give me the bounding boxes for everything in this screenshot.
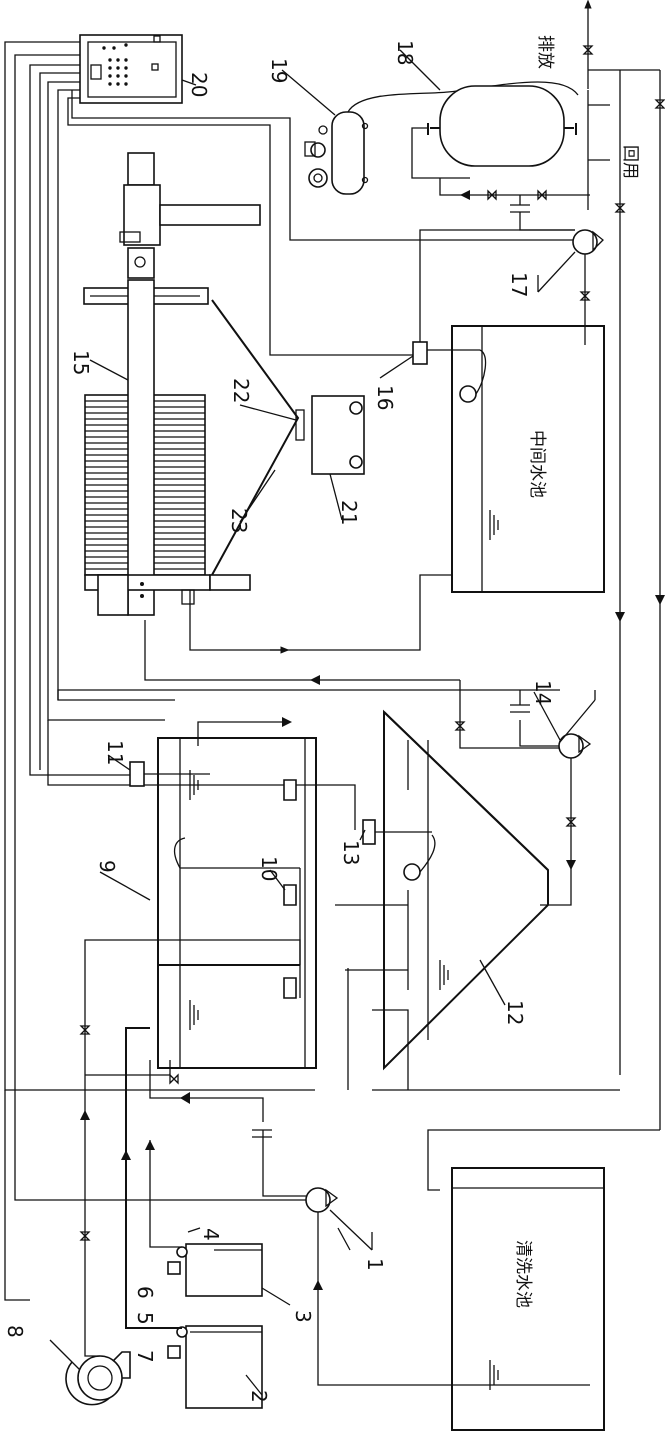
sludge-hopper-23 [211,299,305,576]
blower-8 [65,939,301,1406]
intermediate-pool [189,229,605,654]
leader-lines [49,49,561,1396]
label-2: 2 [247,1390,271,1403]
label-10: 10 [257,856,281,881]
filter-press-15 [83,152,261,616]
control-wires [4,41,575,1301]
label-8: 8 [3,1325,27,1338]
label-11: 11 [103,740,127,765]
chinese-labels: 排放 回用 中间水池 清洗水池 [513,35,640,1308]
label-exhaust: 排放 [535,35,555,69]
label-17: 17 [507,272,531,297]
label-5: 5 [133,1312,157,1325]
dosing-tank-2 [121,1027,263,1409]
label-intermediate-pool: 中间水池 [527,430,547,498]
control-cabinet-20 [79,34,183,104]
label-13: 13 [339,840,363,865]
label-4: 4 [199,1228,223,1241]
pump-1 [149,1060,440,1386]
label-20: 20 [187,72,211,97]
label-reuse: 回用 [620,145,640,179]
label-21: 21 [337,500,361,525]
label-16: 16 [373,385,397,410]
pump-14 [144,620,596,906]
label-6: 6 [133,1286,157,1299]
sludge-cart-21 [311,395,365,475]
settling-tank-12 [335,709,620,1091]
label-9: 9 [95,860,119,873]
label-19: 19 [267,58,291,83]
label-wash-pool: 清洗水池 [513,1240,533,1308]
label-1: 1 [363,1258,387,1271]
air-compressor-19 [304,81,579,195]
label-12: 12 [503,1000,527,1025]
label-7: 7 [133,1350,157,1363]
label-15: 15 [69,350,93,375]
label-3: 3 [291,1310,315,1323]
wash-pool [427,1129,660,1431]
bio-tank-9 [129,717,317,1069]
label-22: 22 [229,378,253,403]
pump-17 [537,229,604,345]
label-18: 18 [393,40,417,65]
dosing-tank-3 [145,1140,263,1297]
